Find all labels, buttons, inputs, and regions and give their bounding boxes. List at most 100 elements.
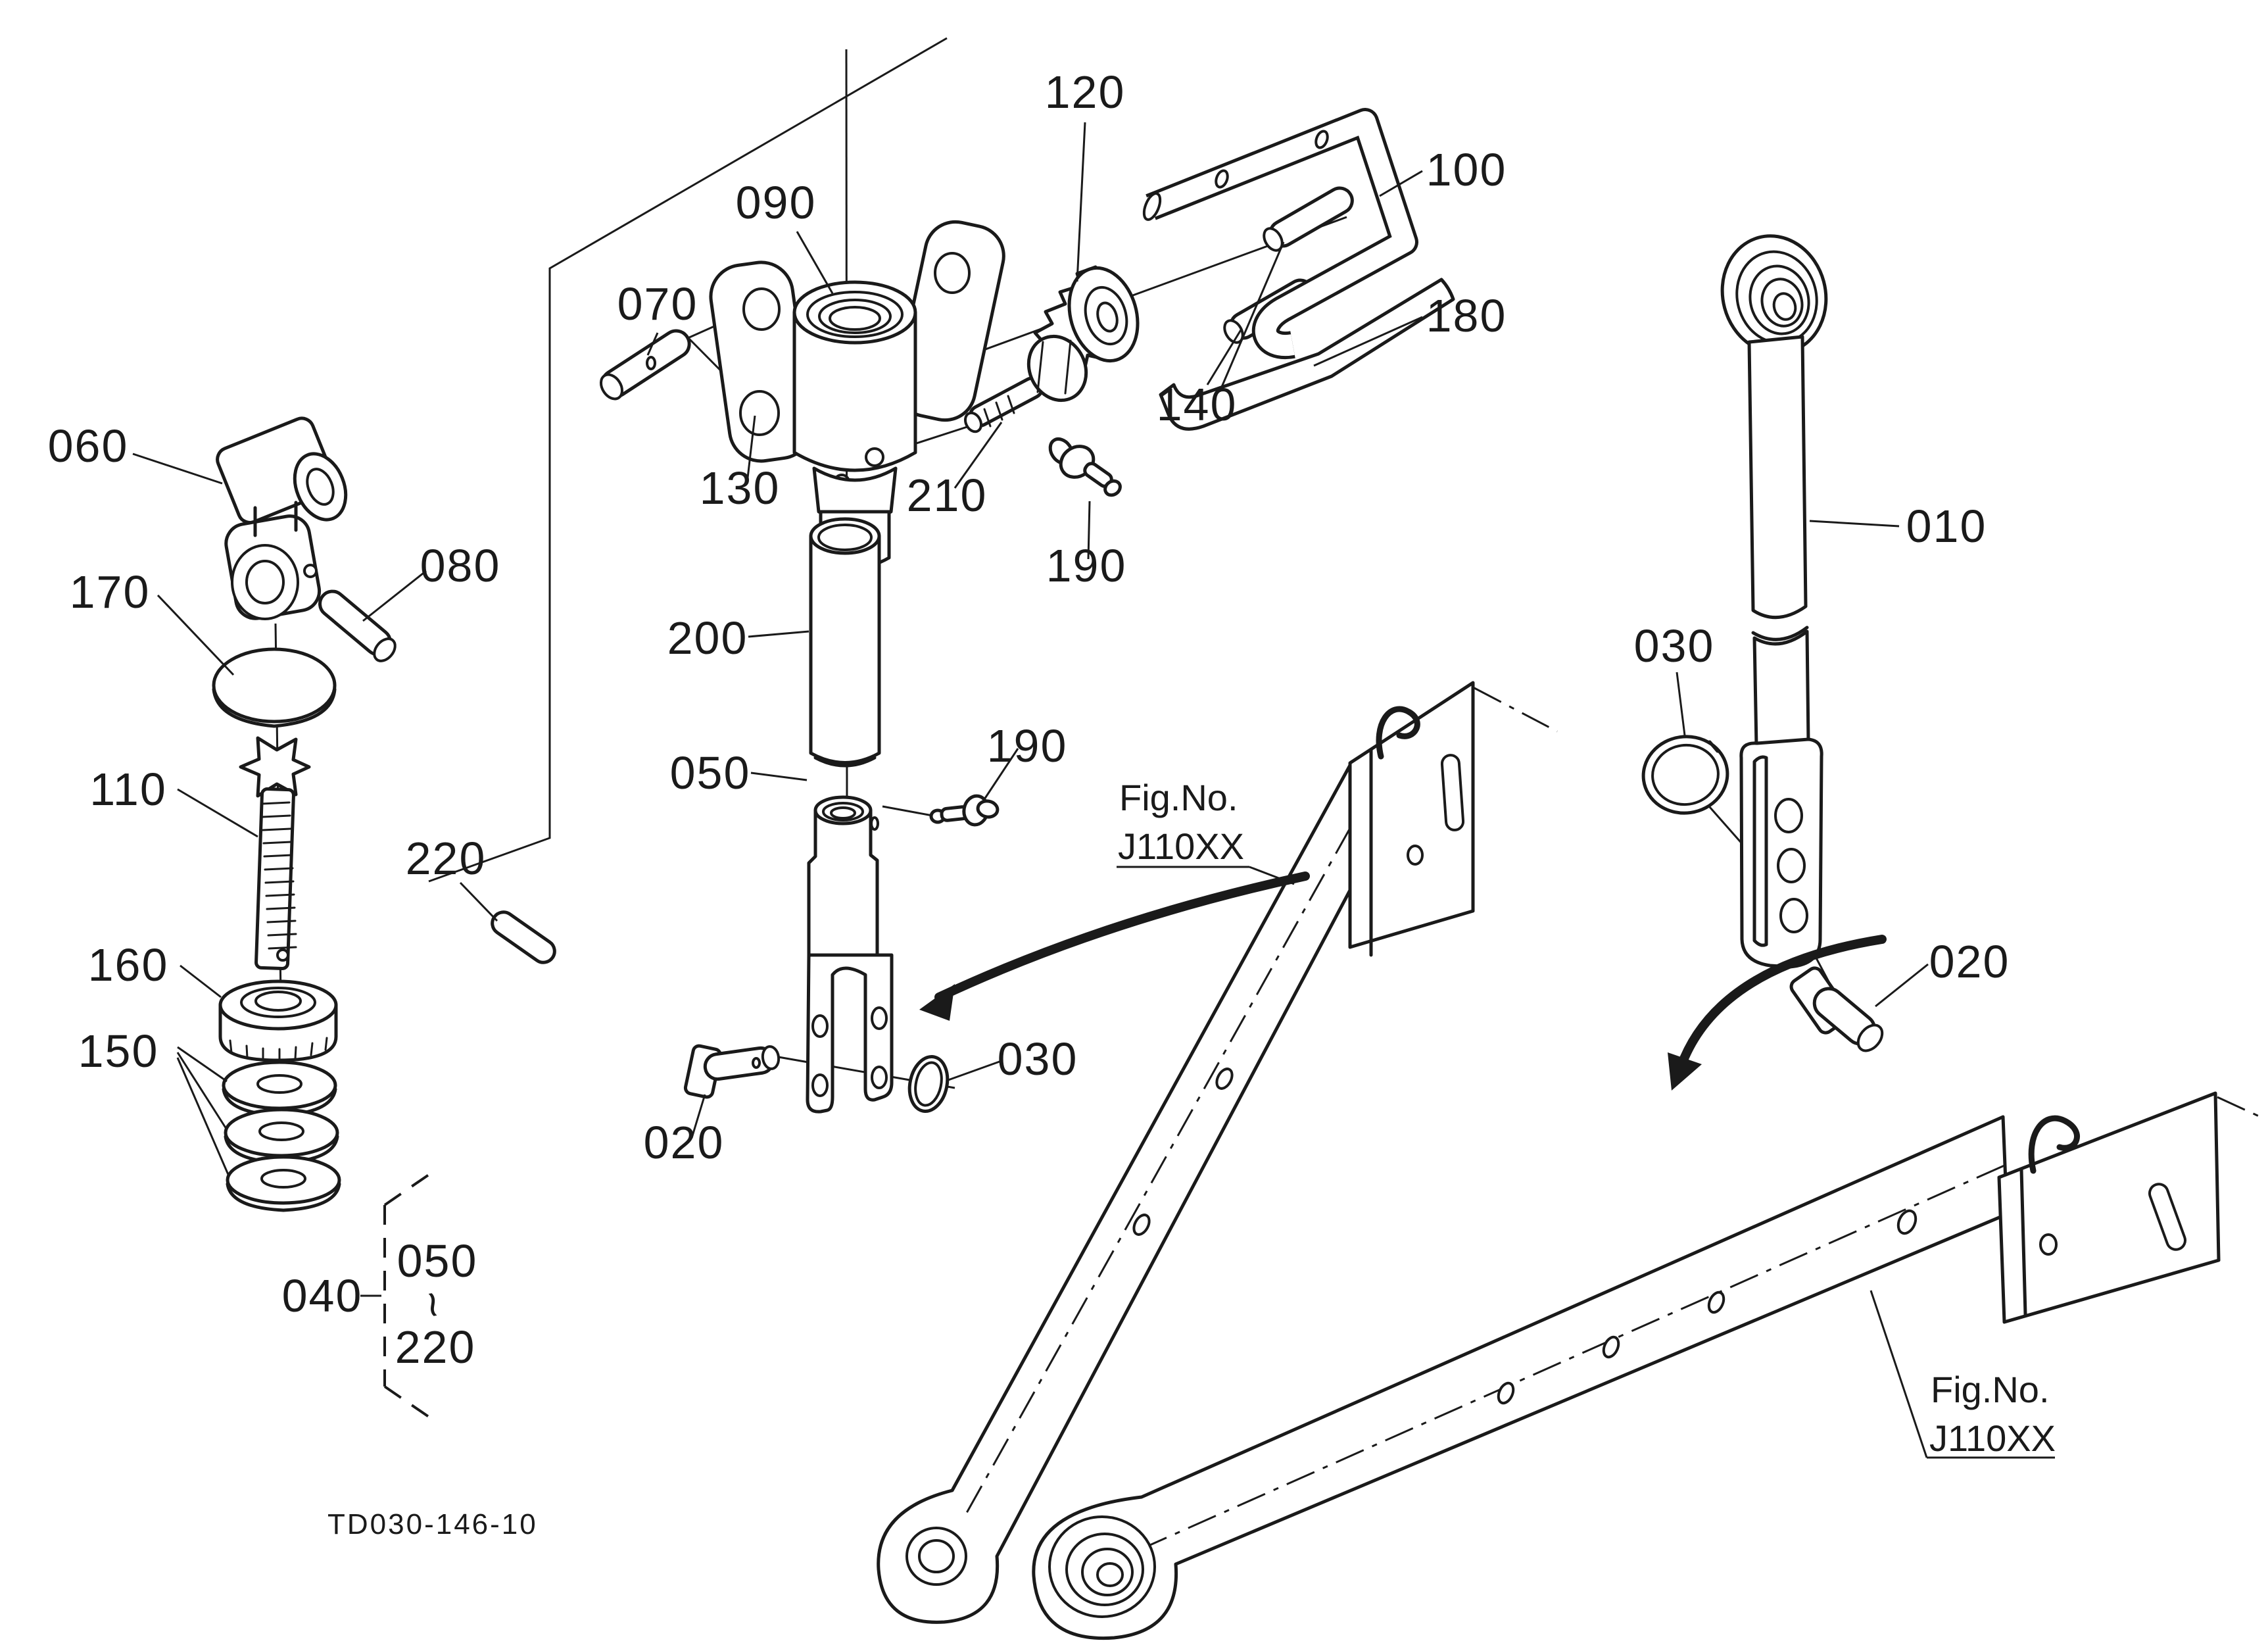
washer-3-hole	[260, 1169, 306, 1189]
leader-170	[157, 594, 235, 676]
fig-lower-leader	[1870, 1290, 1928, 1458]
rod-upper-section	[1747, 335, 1808, 620]
upper-arm-hole-1	[1215, 1068, 1234, 1090]
label-150: 150	[78, 1025, 159, 1077]
bracket-040-dashes	[383, 1173, 430, 1418]
fitting-lower-back	[976, 799, 1000, 819]
part-140-pin-1-face	[1263, 227, 1284, 252]
lower-arm-hole-4	[1896, 1209, 1918, 1235]
leader-100	[1379, 170, 1423, 197]
part-070-pin	[599, 329, 691, 401]
leader-110	[177, 788, 258, 838]
construction-lines	[274, 37, 1844, 1185]
lower-arm-hole-1	[1497, 1381, 1515, 1405]
upper-arm-eye-inner	[918, 1539, 955, 1573]
label-040-range-to: 220	[395, 1321, 476, 1373]
part-210-head	[1026, 334, 1088, 403]
drawing-code: TD030-146-10	[327, 1508, 538, 1540]
part-050-grease-hole	[870, 816, 879, 831]
leader-160	[180, 964, 222, 998]
yoke-right-ear-hole	[934, 252, 971, 294]
fold-boundary-line	[428, 37, 948, 883]
label-020-right: 020	[1929, 936, 2010, 987]
lower-arm-ball-r4	[1096, 1562, 1124, 1587]
label-040: 040	[282, 1270, 363, 1321]
part-190-fitting-upper	[1048, 437, 1122, 497]
part-060-slot	[253, 501, 298, 537]
leader-080	[362, 570, 427, 622]
upper-hitch-s-hook	[1376, 706, 1420, 760]
fork-hole-lr	[871, 1066, 888, 1089]
fork-hole-ul	[811, 1014, 829, 1038]
clevis-hole-3	[1779, 898, 1808, 933]
leader-130	[746, 415, 756, 484]
part-100-core	[1147, 111, 1415, 356]
part-200-top-bore	[817, 524, 873, 551]
rod-lower-section	[1752, 629, 1810, 749]
part-labels: 120 100 090 070 180 140 060 080 130 210 …	[48, 66, 2010, 1373]
label-170: 170	[70, 566, 151, 618]
yoke-left-ear-hole-2	[739, 390, 780, 436]
pin-right-tip	[1856, 1023, 1884, 1052]
leader-030a	[1676, 672, 1686, 736]
leader-120	[1076, 122, 1086, 282]
lower-hitch-small-hole	[2039, 1233, 2058, 1256]
bracket-040-bottom	[383, 1385, 430, 1418]
leader-020b	[1875, 963, 1929, 1008]
label-010: 010	[1906, 501, 1987, 552]
part-020-pin-right	[1789, 966, 1884, 1052]
yoke-cup-bore	[829, 306, 881, 331]
fig-ref-lower-lines	[1870, 1290, 2055, 1459]
leader-150b	[176, 1052, 228, 1129]
fig-lower-line1: Fig.No.	[1931, 1369, 2050, 1410]
lower-link-arms	[877, 681, 2267, 1640]
label-180: 180	[1426, 290, 1507, 341]
part-100-hole-2	[1315, 130, 1329, 149]
ball-joint-bore	[1772, 292, 1797, 321]
part-090-yoke	[709, 220, 1005, 570]
fig-upper-line2: J110XX	[1118, 825, 1244, 867]
yoke-front-hole-1	[865, 447, 884, 467]
lower-hitch-s-hook	[2028, 1115, 2080, 1174]
leader-070	[646, 332, 659, 356]
center-column-parts	[599, 108, 1455, 1114]
pin-left-hole	[752, 1057, 761, 1069]
center-assembly-arrow	[934, 872, 1310, 1002]
assembly-arrows	[919, 872, 1887, 1091]
leader-150c	[176, 1057, 230, 1177]
part-080-pin	[318, 589, 397, 662]
leader-060	[132, 453, 223, 485]
right-column-parts	[1641, 234, 1884, 1052]
label-030-right: 030	[1634, 620, 1715, 672]
lower-hitch-oblong-hole	[2148, 1183, 2186, 1251]
part-210-head-facets	[1036, 339, 1072, 395]
lower-arm-hole-2	[1602, 1335, 1620, 1359]
leader-lines	[132, 122, 2055, 1459]
label-140: 140	[1157, 379, 1238, 430]
figure-references: Fig.No. J110XX Fig.No. J110XX TD030-146-…	[327, 777, 2056, 1540]
leader-140b	[1220, 241, 1285, 387]
right-assembly-arrow	[1676, 935, 1887, 1071]
upper-hitch-block	[1348, 681, 1558, 957]
lower-hitch-face	[1997, 1091, 2221, 1324]
center-assembly-arrowhead	[919, 984, 955, 1021]
part-140-pin-2-face	[1223, 319, 1244, 344]
label-220: 220	[406, 833, 487, 884]
yoke-left-ear-hole-1	[742, 287, 781, 331]
leader-210	[953, 422, 1003, 489]
part-120-gear	[1029, 265, 1140, 377]
leader-220	[459, 881, 498, 922]
part-100-hole-1	[1215, 169, 1229, 189]
label-110: 110	[89, 764, 167, 815]
part-110-crown-gear	[239, 736, 311, 798]
part-070-end-face	[599, 373, 624, 401]
leader-020a	[690, 1094, 706, 1139]
label-030-lower: 030	[998, 1033, 1078, 1085]
part-050-collar	[807, 808, 879, 957]
part-030-oring-lower	[907, 1055, 950, 1113]
leader-050	[750, 772, 808, 781]
part-050-fork	[806, 953, 894, 1114]
part-060-cyl-bore	[306, 468, 335, 506]
upper-hitch-hidden-line	[1474, 687, 1558, 733]
part-050-collar-bore	[830, 806, 856, 820]
